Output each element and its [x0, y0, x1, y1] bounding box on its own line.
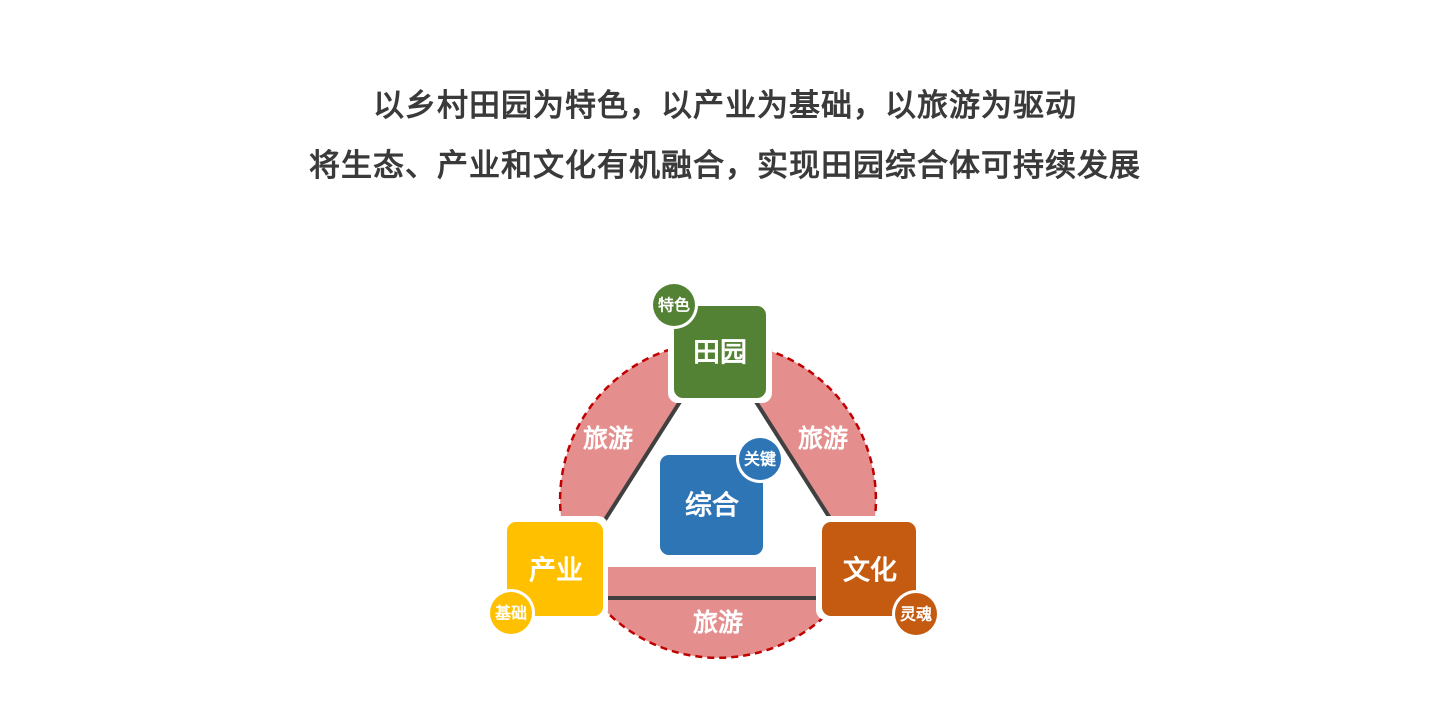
badge-tese-label: 特色	[658, 296, 690, 315]
node-chanye-box	[507, 522, 603, 616]
badge-tese	[653, 284, 695, 326]
node-chanye: 产业 基础	[487, 516, 608, 637]
node-zonghe-label: 综合	[685, 490, 739, 522]
ring-label-right: 旅游	[798, 424, 848, 453]
title-line-2: 将生态、产业和文化有机融合，实现田园综合体可持续发展	[309, 148, 1141, 184]
node-zonghe-box	[660, 455, 763, 555]
badge-jichu	[490, 592, 532, 634]
title-line-1: 以乡村田园为特色，以产业为基础，以旅游为驱动	[373, 88, 1077, 124]
badge-linghun	[895, 593, 937, 635]
ring-label-bottom: 旅游	[693, 608, 743, 637]
ring-label-left: 旅游	[583, 424, 633, 453]
badge-guanjian-label: 关键	[744, 450, 776, 469]
badge-jichu-label: 基础	[494, 604, 527, 623]
node-tianyuan-label: 田园	[693, 338, 747, 369]
node-tianyuan-box	[674, 306, 766, 398]
ring-segment-bottom	[575, 567, 861, 658]
node-tianyuan: 田园 特色	[650, 281, 772, 403]
node-wenhua: 文化 灵魂	[816, 516, 940, 638]
node-wenhua-box	[822, 522, 916, 616]
badge-linghun-label: 灵魂	[900, 605, 932, 624]
node-chanye-label: 产业	[529, 556, 583, 587]
node-zonghe: 综合 关键	[660, 435, 784, 555]
node-wenhua-label: 文化	[843, 555, 897, 587]
badge-guanjian	[739, 438, 781, 480]
